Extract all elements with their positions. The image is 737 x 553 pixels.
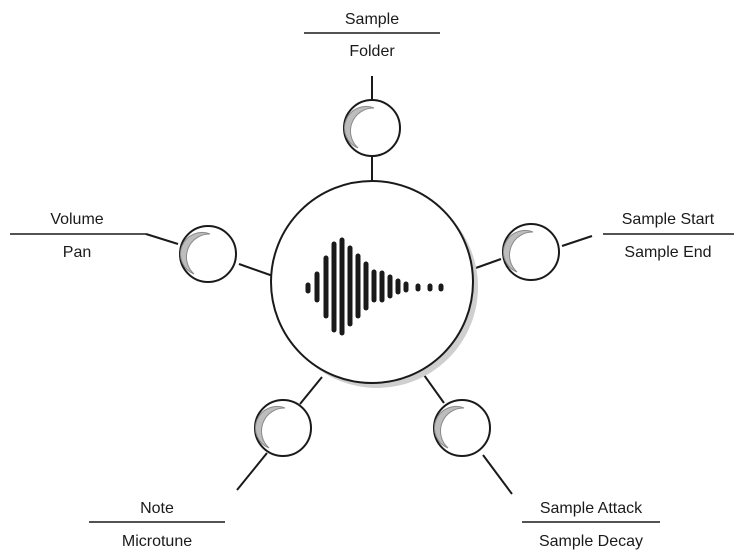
label-right-secondary: Sample End — [624, 244, 711, 261]
label-bottom-right-secondary: Sample Decay — [539, 533, 643, 550]
center-hub — [270, 180, 478, 388]
label-knob-right: Sample Start Sample End — [603, 211, 734, 261]
label-bottom-right-primary: Sample Attack — [540, 500, 643, 517]
label-left-secondary: Pan — [63, 244, 91, 261]
label-bottom-left-secondary: Microtune — [122, 533, 192, 550]
knob-right[interactable] — [502, 223, 560, 281]
label-left-primary: Volume — [50, 211, 103, 228]
connector-lines — [145, 76, 593, 495]
connector-bottom-left-hub — [299, 376, 323, 405]
label-knob-top: Sample Folder — [304, 11, 440, 60]
connector-left-hub — [238, 263, 274, 277]
label-knob-bottom-right: Sample Attack Sample Decay — [522, 500, 660, 550]
connector-right-hub — [472, 258, 502, 270]
connector-left — [145, 233, 179, 245]
knob-top[interactable] — [343, 99, 401, 157]
label-top-secondary: Folder — [349, 43, 395, 60]
connector-bottom-right — [482, 454, 513, 495]
label-bottom-left-primary: Note — [140, 500, 174, 517]
label-knob-bottom-left: Note Microtune — [89, 500, 225, 550]
label-knob-left: Volume Pan — [10, 211, 146, 261]
connector-bottom-left — [236, 452, 268, 491]
label-right-primary: Sample Start — [622, 211, 715, 228]
label-top-primary: Sample — [345, 11, 399, 28]
knob-bottom-right[interactable] — [433, 399, 491, 457]
waveform-icon — [305, 237, 444, 336]
knob-bottom-left[interactable] — [254, 399, 312, 457]
knob-left[interactable] — [179, 225, 237, 283]
connector-bottom-right-hub — [423, 374, 445, 404]
connector-right — [561, 235, 593, 247]
